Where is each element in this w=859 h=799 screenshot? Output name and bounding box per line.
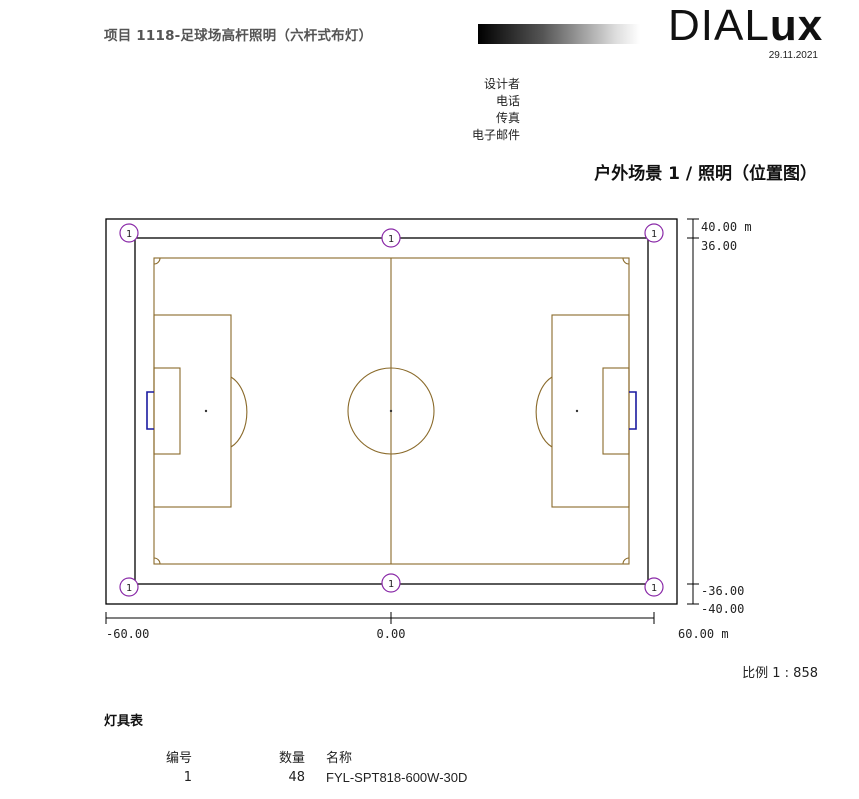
- project-title: 项目 1118-足球场高杆照明（六杆式布灯）: [104, 28, 373, 44]
- luminaire-marker-label: 1: [126, 229, 132, 240]
- y-bottom-inner-label: -36.00: [701, 584, 744, 598]
- center-circle: [347, 367, 435, 455]
- x-max-label: 60.00 m: [678, 627, 729, 641]
- left-penalty-area: [153, 314, 232, 508]
- header-gradient-bar: [478, 24, 640, 44]
- corner-arc-bl: [153, 557, 161, 565]
- center-spot: [389, 409, 393, 413]
- left-penalty-arc: [230, 376, 248, 448]
- x-min-label: -60.00: [106, 627, 149, 641]
- luminaire-marker: 1: [119, 577, 139, 597]
- corner-arc-br: [622, 557, 630, 565]
- y-top-outer-label: 40.00 m: [701, 220, 752, 234]
- y-bottom-outer-label: -40.00: [701, 602, 744, 616]
- right-goal-area: [602, 367, 630, 455]
- corner-arc-tl: [153, 257, 161, 265]
- pitch-markings: [153, 257, 630, 565]
- luminaire-marker: 1: [644, 577, 664, 597]
- luminaire-marker-label: 1: [126, 583, 132, 594]
- outer-boundary: [105, 218, 678, 605]
- right-penalty-area: [551, 314, 630, 508]
- row-name: FYL-SPT818-600W-30D: [326, 770, 468, 785]
- scene-title: 户外场景 1 / 照明（位置图）: [594, 164, 817, 184]
- header-quantity: 数量: [278, 751, 305, 766]
- right-goal: [629, 391, 637, 430]
- luminaire-marker-label: 1: [651, 583, 657, 594]
- row-number: 1: [183, 770, 192, 785]
- luminaire-marker: 1: [644, 223, 664, 243]
- scale-label: 比例 1 : 858: [742, 666, 818, 681]
- header-name: 名称: [326, 751, 353, 766]
- fax-label: 传真: [495, 111, 520, 125]
- report-date: 29.11.2021: [768, 50, 818, 61]
- left-goal: [146, 391, 154, 430]
- luminaire-marker-label: 1: [651, 229, 657, 240]
- luminaire-marker: 1: [381, 228, 401, 248]
- phone-label: 电话: [495, 94, 520, 108]
- logo-text-regular: DIAL: [668, 1, 770, 50]
- designer-label: 设计者: [483, 77, 520, 91]
- luminaire-markers: 1 1 1 1 1 1: [119, 223, 664, 597]
- luminaire-table-title: 灯具表: [104, 714, 144, 729]
- luminaire-marker-label: 1: [388, 579, 394, 590]
- right-penalty-spot: [575, 409, 579, 413]
- luminaire-marker-label: 1: [388, 234, 394, 245]
- x-mid-label: 0.00: [377, 627, 406, 641]
- logo-text-bold: ux: [769, 1, 824, 50]
- left-penalty-spot: [204, 409, 208, 413]
- y-dimension-line: [687, 218, 699, 605]
- corner-arc-tr: [622, 257, 630, 265]
- y-top-inner-label: 36.00: [701, 239, 737, 253]
- dialux-logo: DIALux: [668, 2, 823, 50]
- left-goal-area: [153, 367, 181, 455]
- luminaire-marker: 1: [119, 223, 139, 243]
- header-number: 编号: [165, 751, 192, 766]
- contact-block: 设计者 电话 传真 电子邮件: [420, 76, 520, 144]
- x-dimension-line: [105, 612, 655, 624]
- right-penalty-arc: [535, 376, 553, 448]
- row-quantity: 48: [288, 770, 305, 785]
- email-label: 电子邮件: [471, 128, 520, 142]
- luminaire-marker: 1: [381, 573, 401, 593]
